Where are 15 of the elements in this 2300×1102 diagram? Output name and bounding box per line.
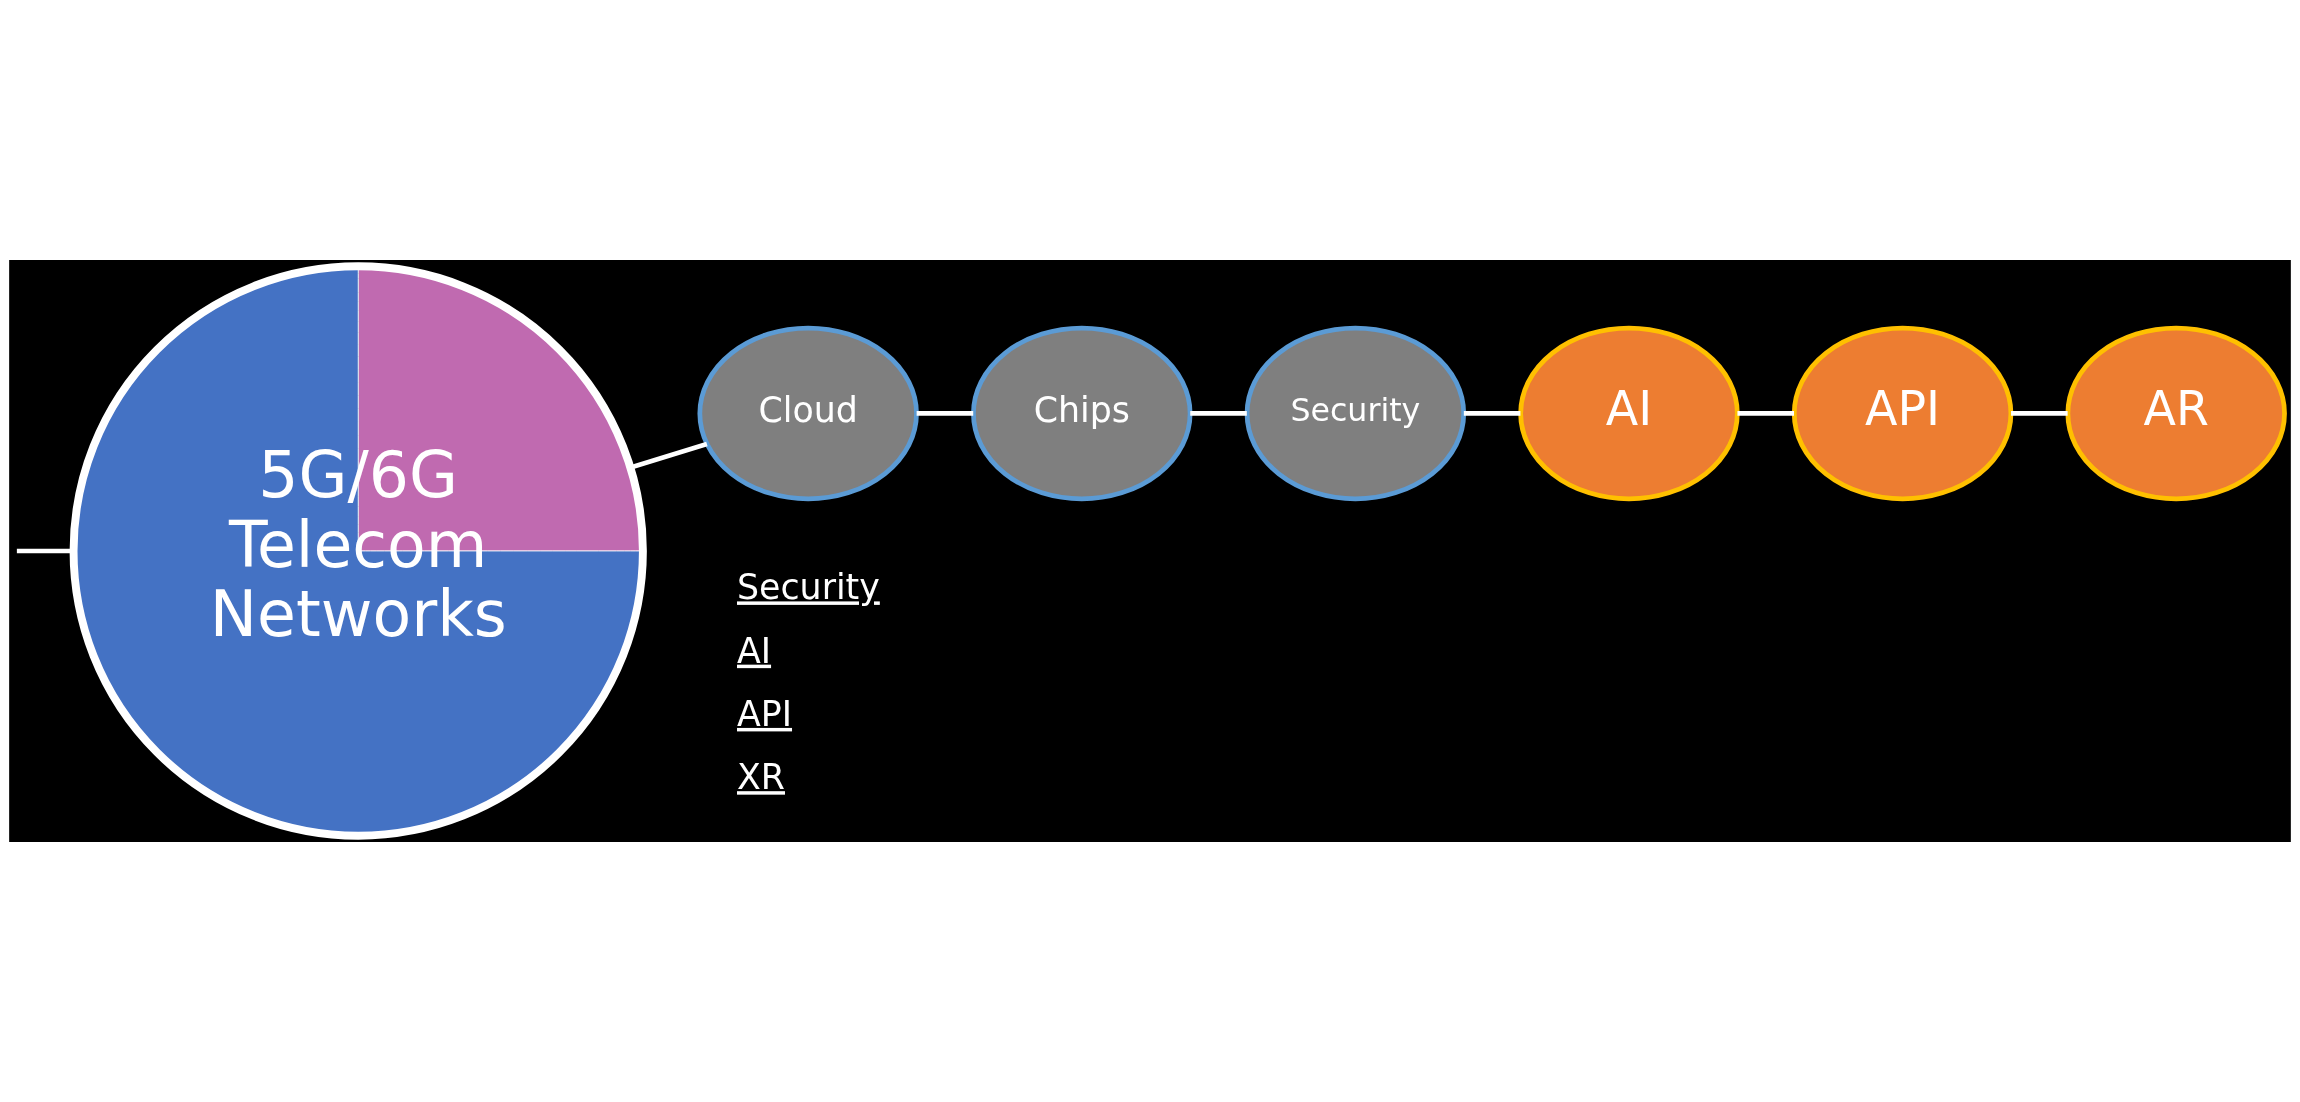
node-ellipse: Chips — [971, 325, 1193, 502]
label: AI — [737, 630, 772, 671]
label: Security — [737, 567, 880, 608]
connector — [1737, 411, 1794, 416]
node-ellipse: Security — [1244, 325, 1467, 502]
label: XR — [737, 757, 785, 798]
connector — [1190, 411, 1247, 416]
node-ellipse: AI — [1518, 325, 1740, 502]
node-ellipse: AR — [2065, 325, 2287, 502]
label: API — [737, 693, 793, 734]
connector — [1463, 411, 1521, 416]
connector — [916, 411, 974, 416]
node-ellipse: API — [1791, 325, 2014, 502]
connector — [2011, 411, 2068, 416]
node-ellipse: Cloud — [697, 325, 919, 502]
